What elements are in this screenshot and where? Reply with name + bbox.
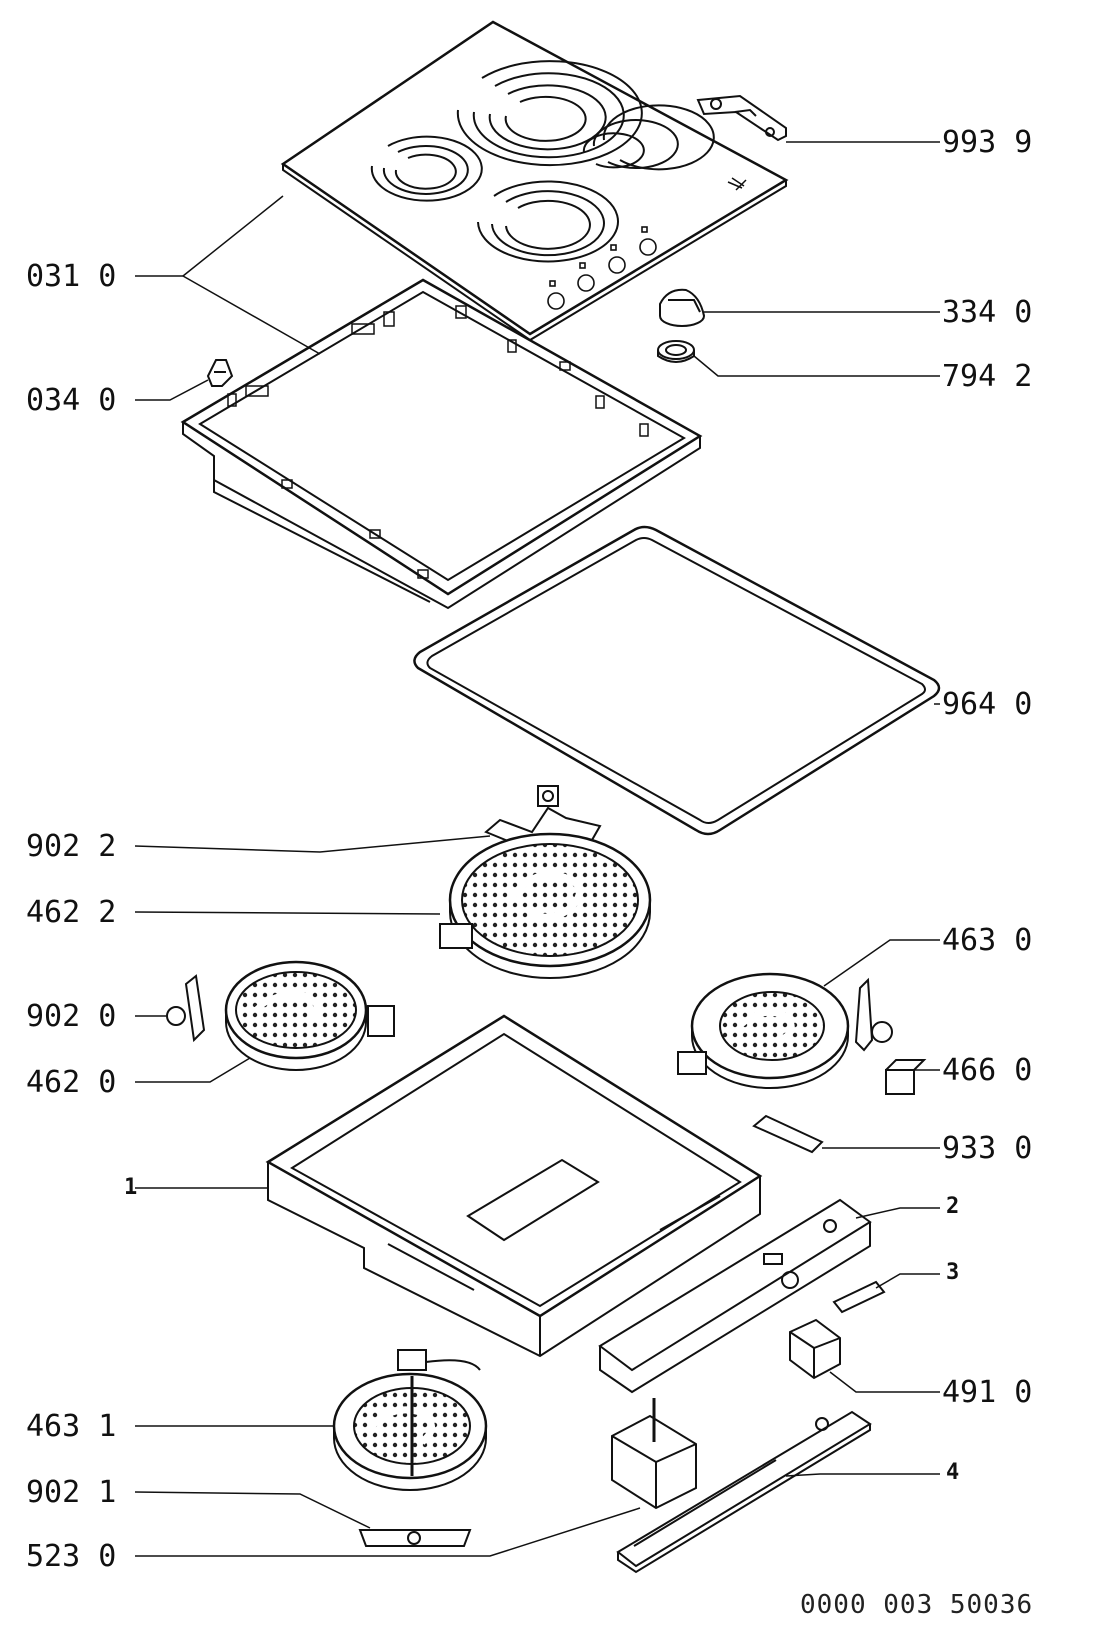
label-964-0: 964 0: [942, 687, 1033, 722]
bracket-993-9: [696, 94, 940, 143]
label-491-0: 491 0: [942, 1375, 1033, 1410]
label-993-9: 993 9: [942, 125, 1033, 160]
bracket-902-1: [134, 1491, 472, 1547]
label-2: 2: [946, 1194, 960, 1219]
cover-4: [616, 1410, 940, 1574]
heater-463-0: [677, 939, 940, 1089]
label-463-0: 463 0: [942, 923, 1033, 958]
label-523-0: 523 0: [26, 1539, 117, 1574]
ring-794-2: [657, 340, 940, 377]
label-334-0: 334 0: [942, 295, 1033, 330]
label-1: 1: [124, 1175, 138, 1200]
switch-466-0: [885, 1059, 940, 1095]
label-466-0: 466 0: [942, 1053, 1033, 1088]
label-4: 4: [946, 1460, 960, 1485]
frame-031-0: [180, 278, 703, 610]
bracket-902-0-left: [135, 974, 206, 1043]
label-902-2: 902 2: [26, 829, 117, 864]
label-3: 3: [946, 1260, 960, 1285]
label-463-1: 463 1: [26, 1409, 117, 1444]
label-462-2: 462 2: [26, 895, 117, 930]
document-number: 0000 003 50036: [800, 1590, 1034, 1620]
heater-463-1: [135, 1349, 488, 1491]
regulator-523-0: [135, 1398, 697, 1557]
tray-1: [135, 1014, 763, 1358]
knob-334-0: [659, 288, 940, 327]
label-902-1: 902 1: [26, 1475, 117, 1510]
ceramic-glass-top: [280, 20, 789, 342]
label-794-2: 794 2: [942, 359, 1033, 394]
connector-3: [832, 1273, 940, 1314]
label-031-0: 031 0: [26, 259, 117, 294]
heater-462-0: [224, 960, 395, 1071]
terminal-block-491-0: [789, 1318, 940, 1393]
bracket-902-0-right: [854, 977, 893, 1052]
control-housing-2: [598, 1198, 940, 1394]
label-034-0: 034 0: [26, 383, 117, 418]
seal-964-0: [413, 525, 941, 836]
clip-034-0: [135, 359, 234, 401]
label-462-0: 462 0: [26, 1065, 117, 1100]
spring-933-0: [752, 1114, 940, 1154]
heater-462-2: [134, 832, 652, 979]
label-902-0: 902 0: [26, 999, 117, 1034]
label-933-0: 933 0: [942, 1131, 1033, 1166]
